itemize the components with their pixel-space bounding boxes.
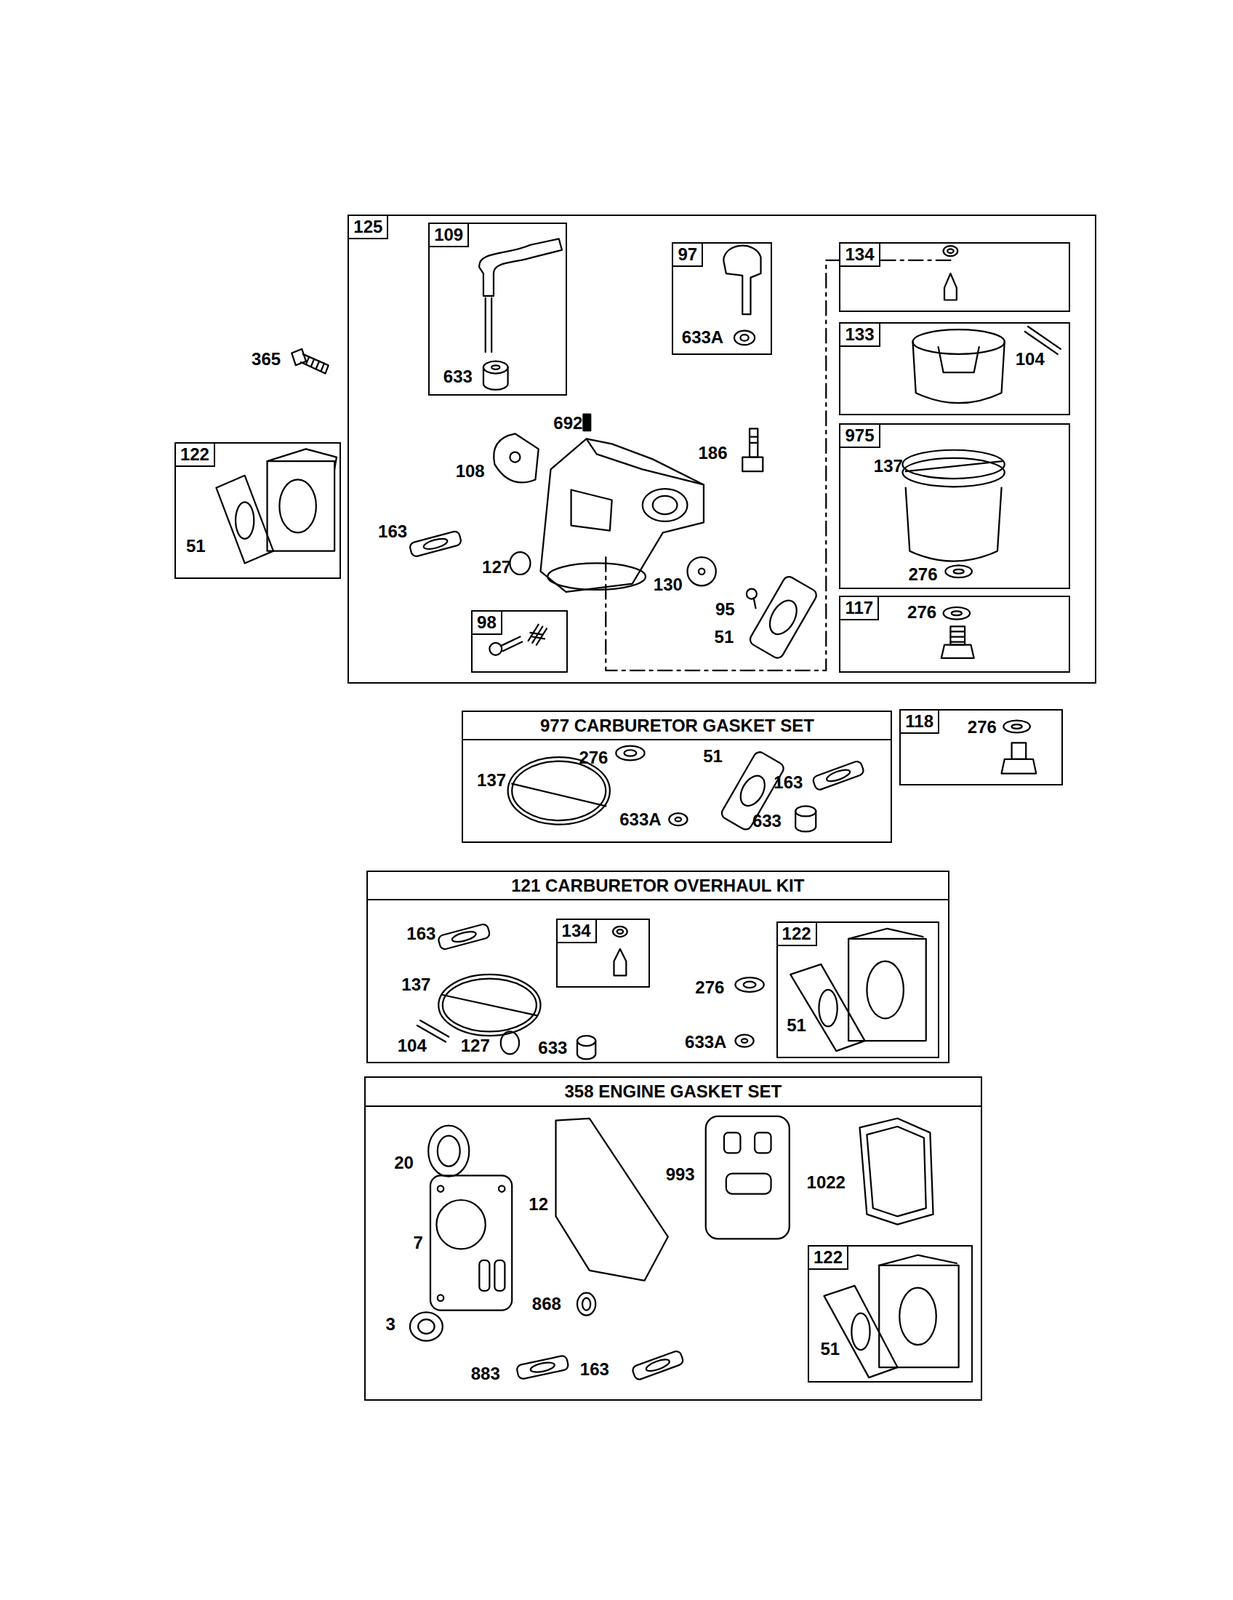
callout-number: 633 [752, 809, 782, 832]
callout-number: 51 [820, 1337, 841, 1360]
callout-number: 163 [378, 520, 408, 543]
part-box: 358 ENGINE GASKET SET 20 12 993 1022 7 868 3 883… [364, 1075, 983, 1401]
callout-number: 51 [714, 625, 735, 648]
callout-number: 692 [553, 412, 583, 435]
callout-number: 276 [695, 976, 725, 999]
kit-title: 358 ENGINE GASKET SET [365, 1077, 981, 1106]
callout-number: 51 [703, 745, 723, 767]
callout-number: 3 [386, 1312, 396, 1335]
part-box: 133 104 [838, 322, 1070, 416]
callout-number: 633A [684, 1030, 727, 1053]
box-number: 122 [777, 922, 818, 946]
callout-number: 276 [967, 716, 997, 738]
box-number: 122 [175, 443, 216, 467]
box-number: 97 [673, 243, 704, 267]
callout-number: 130 [653, 573, 683, 596]
box-number: 118 [900, 710, 940, 734]
callout-number: 127 [460, 1034, 491, 1057]
callout-number: 365 [251, 348, 281, 371]
callout-number: 137 [873, 455, 903, 477]
part-box: 121 CARBURETOR OVERHAUL KIT 163 137 104 127 6… [366, 870, 950, 1063]
callout-number: 7 [412, 1231, 423, 1254]
box-number: 975 [840, 424, 880, 448]
callout-number: 12 [528, 1193, 549, 1215]
kit-title: 977 CARBURETOR GASKET SET [463, 711, 891, 741]
kit-title: 121 CARBURETOR OVERHAUL KIT [367, 871, 949, 901]
part-box: 134 [838, 242, 1070, 313]
part-box: 975 137 276 [838, 423, 1070, 589]
callout-number: 993 [665, 1163, 696, 1186]
part-box: 977 CARBURETOR GASKET SET 137 276 51 163 633A… [461, 710, 893, 843]
callout-number: 1022 [806, 1171, 846, 1194]
box-number: 109 [429, 223, 469, 248]
part-box: 118 276 [899, 708, 1063, 786]
part-box: 117 276 [838, 595, 1070, 672]
callout-number: 104 [1015, 348, 1045, 371]
part-box: 122 51 [807, 1244, 973, 1383]
callout-number: 883 [471, 1362, 501, 1385]
box-number: 134 [557, 919, 597, 943]
part-box: 122 51 [776, 921, 940, 1058]
callout-number: 163 [406, 922, 436, 945]
box-number: 125 [348, 215, 389, 240]
callout-number: 633A [681, 326, 724, 349]
callout-number: 137 [476, 769, 506, 791]
callout-number: 276 [578, 746, 608, 769]
callout-number: 163 [773, 771, 803, 794]
callout-number: 137 [401, 973, 431, 996]
part-box: 125 692 108 186 163 127 130 95 51 109 633 97 633A 134… [347, 214, 1097, 684]
part-box: 109 633 [428, 222, 568, 397]
callout-number: 276 [908, 563, 938, 586]
box-number: 117 [840, 596, 879, 621]
callout-number: 186 [698, 442, 728, 464]
callout-number: 104 [397, 1034, 427, 1057]
callout-number: 51 [186, 535, 206, 557]
callout-number: 127 [482, 556, 512, 578]
part-box: 98 [471, 609, 568, 673]
callout-number: 51 [786, 1014, 807, 1036]
callout-number: 276 [907, 601, 937, 624]
callout-number: 868 [532, 1292, 562, 1315]
callout-number: 20 [394, 1151, 414, 1174]
callout-number: 633A [619, 808, 661, 831]
box-number: 122 [809, 1246, 849, 1270]
box-number: 98 [472, 611, 503, 635]
callout-number: 633 [443, 365, 473, 388]
box-number: 134 [840, 243, 880, 267]
callout-number: 163 [580, 1358, 610, 1380]
part-box: 134 [556, 918, 650, 988]
part-box: 122 51 [174, 442, 341, 579]
part-box: 97 633A [671, 242, 772, 356]
callout-number: 95 [715, 598, 736, 621]
box-number: 133 [840, 323, 880, 347]
callout-number: 633 [537, 1036, 568, 1059]
callout-number: 108 [455, 460, 485, 483]
